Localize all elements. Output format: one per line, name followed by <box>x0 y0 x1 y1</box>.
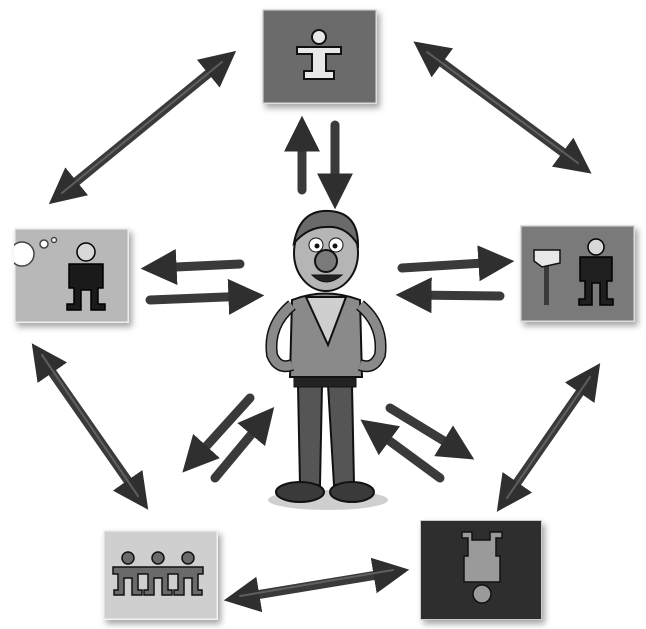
arrow-center-to-right <box>402 262 500 268</box>
card-bottom-left <box>103 530 218 620</box>
card-bottom-right <box>420 520 542 620</box>
card-left <box>14 228 129 323</box>
arrow-center-to-left <box>155 264 240 268</box>
card-top <box>262 9 377 104</box>
arrow-bottom <box>238 572 395 598</box>
arrow-right-to-center <box>410 295 500 296</box>
card-right <box>520 225 635 322</box>
arrow-left-to-center <box>150 296 250 300</box>
scout-boy-icon <box>250 195 400 515</box>
